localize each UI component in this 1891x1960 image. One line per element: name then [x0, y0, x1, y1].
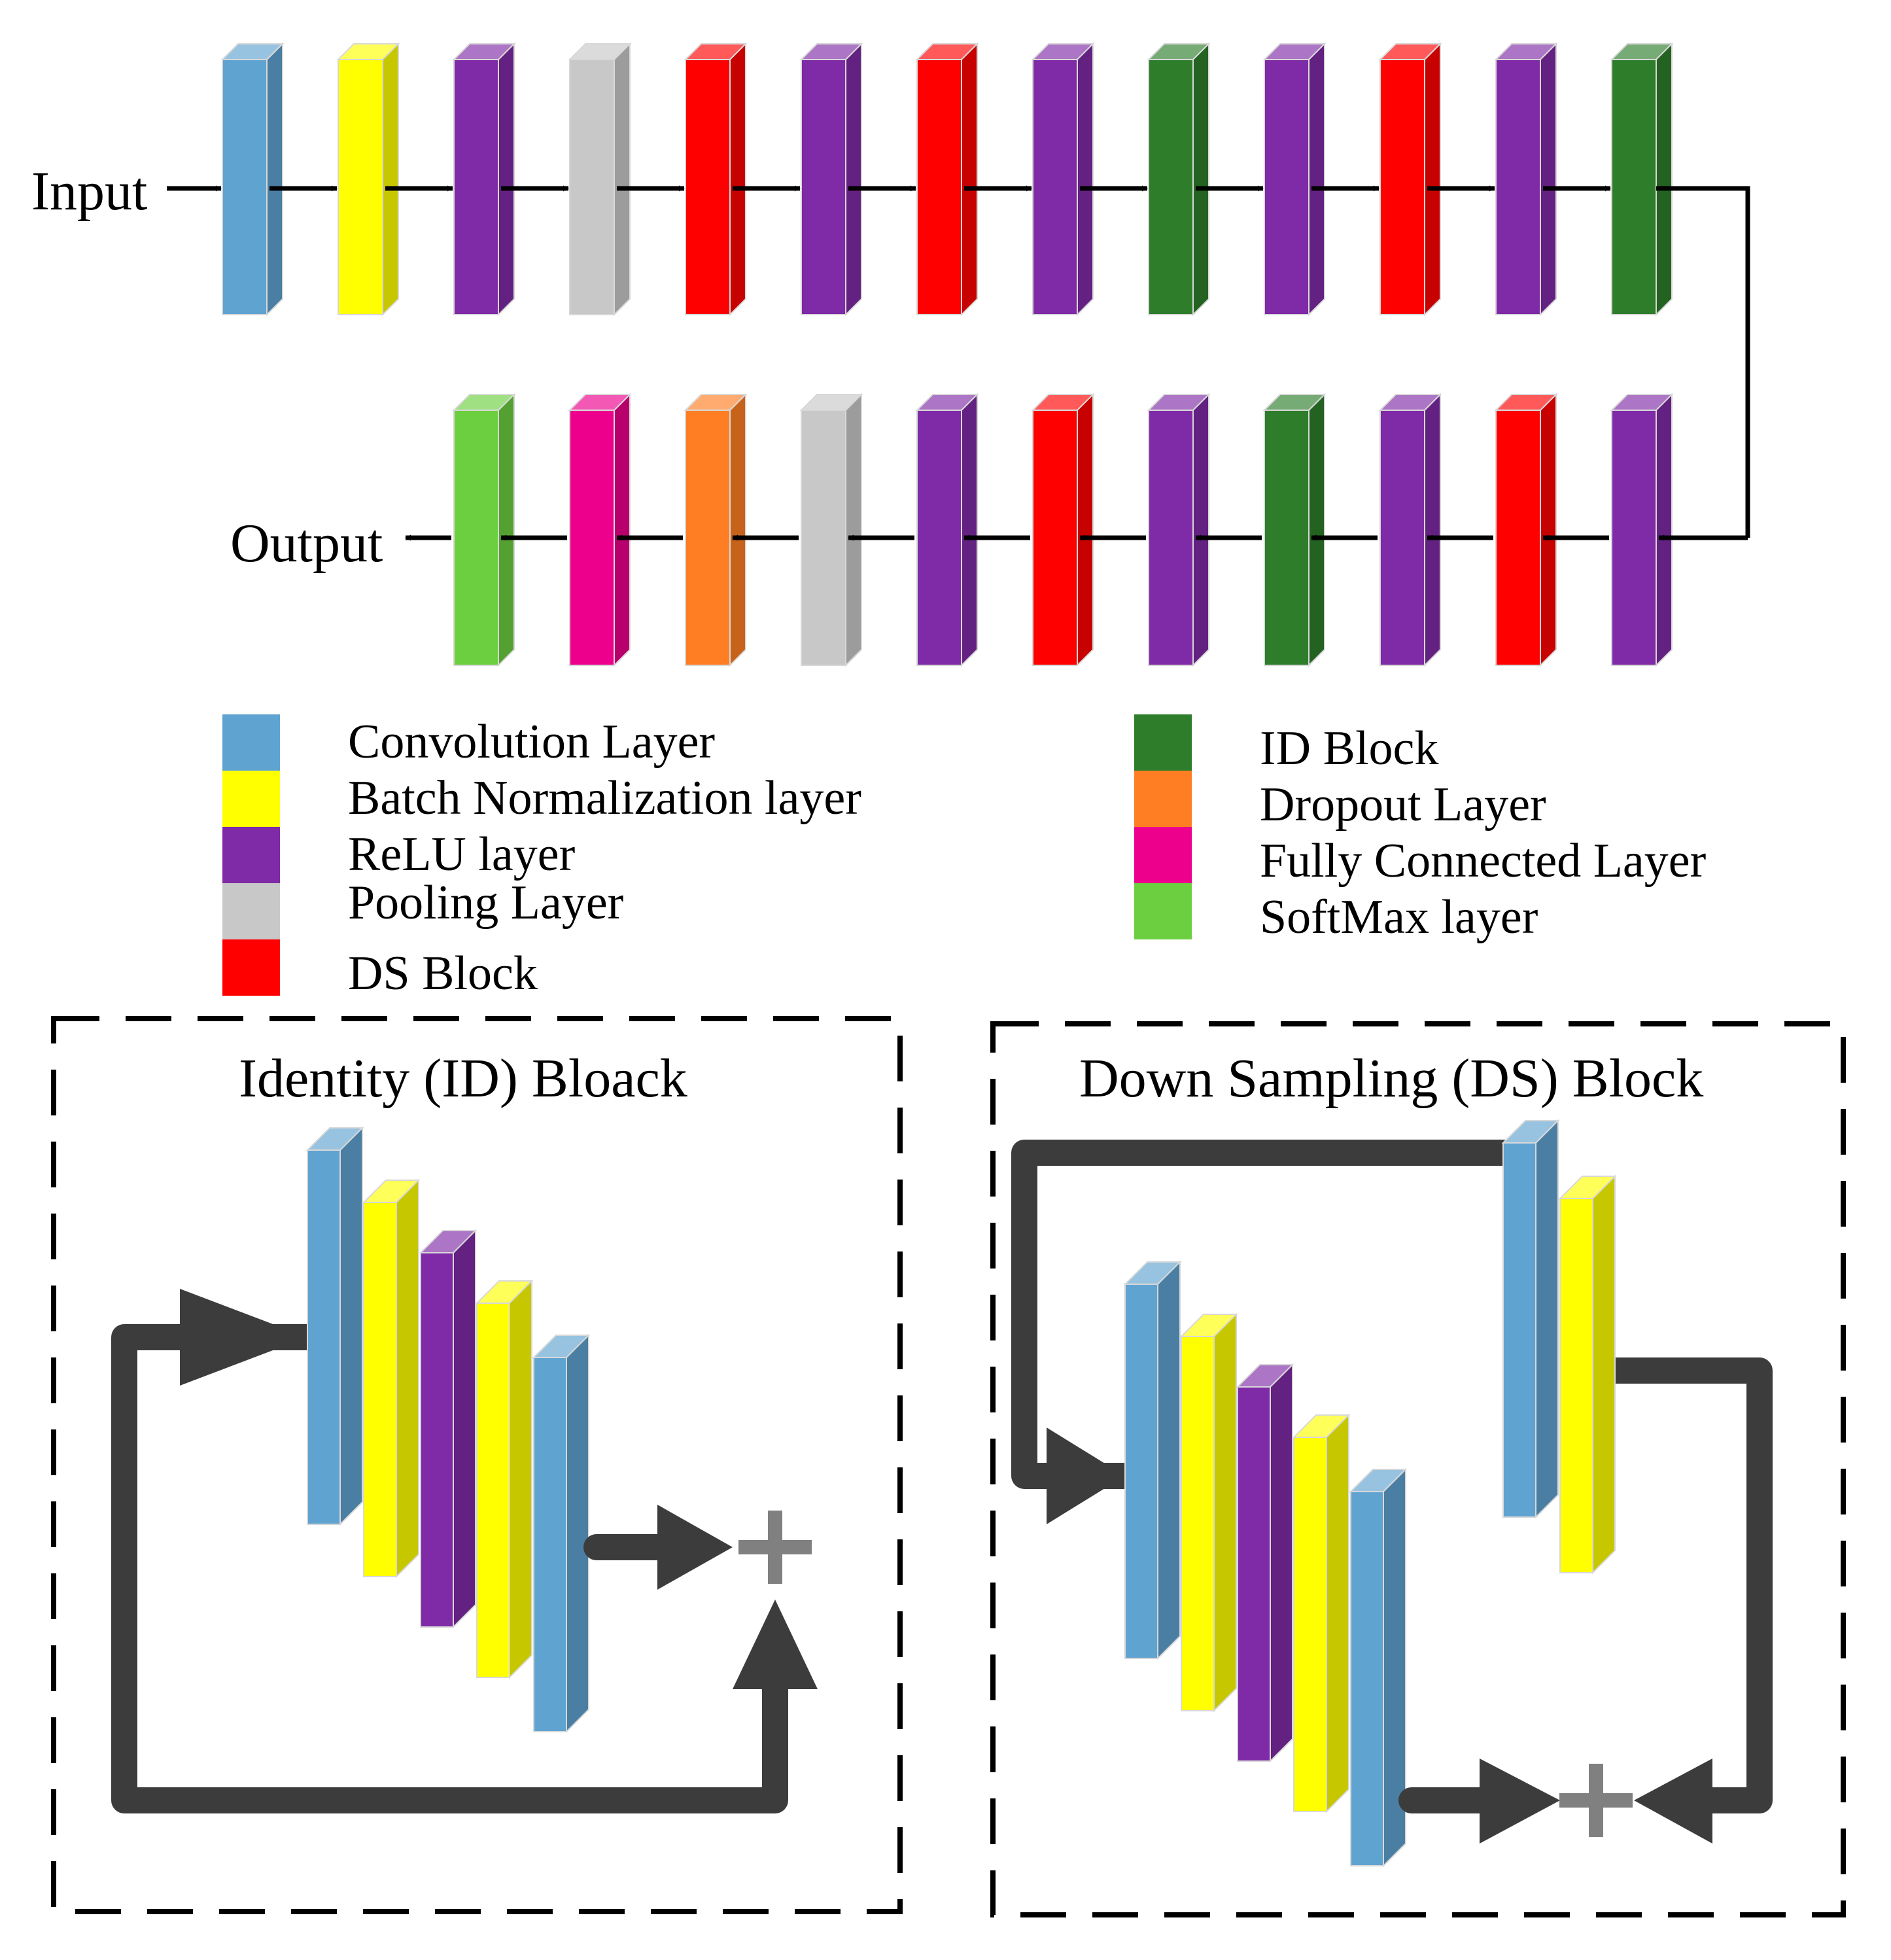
layer-relu-top-3 [452, 42, 516, 317]
layer-relu-top-6 [799, 42, 863, 317]
ds-block-title: Down Sampling (DS) Block [1079, 1048, 1703, 1109]
ds-shortcut-layer-bn-2 [1558, 1174, 1617, 1575]
input-label: Input [31, 161, 147, 222]
ds-main-input-arrowhead [1047, 1427, 1125, 1524]
id-block-diagram [111, 1126, 818, 1813]
layer-relu-top-8 [1031, 42, 1095, 317]
legend-swatch-pool [222, 883, 280, 939]
ds-shortcut-arrowhead [1634, 1759, 1712, 1844]
id-output-arrowhead [657, 1505, 733, 1590]
legend-swatch-dropout [1134, 771, 1192, 827]
layer-ds-top-7 [915, 42, 979, 317]
ds-shortcut-layer-conv-1 [1501, 1119, 1560, 1519]
layer-id-bottom-4 [1262, 393, 1327, 667]
layer-relu-bottom-5 [1147, 393, 1211, 667]
legend-label-dropout: Dropout Layer [1260, 778, 1546, 831]
pipeline-arrows [167, 185, 1750, 541]
legend-label-bn: Batch Normalization layer [348, 771, 861, 825]
plus-icon [738, 1511, 812, 1584]
legend-label-relu: ReLU layer [348, 828, 575, 881]
layer-relu-bottom-7 [915, 393, 979, 667]
legend-swatch-relu [222, 827, 280, 883]
pipeline-bottom-row [452, 393, 1674, 667]
layer-softmax-bottom-11 [452, 393, 516, 667]
legend-swatch-bn [222, 771, 280, 827]
layer-ds-top-11 [1378, 42, 1442, 317]
layer-ds-bottom-2 [1494, 393, 1558, 667]
ds-shortcut-output-path [1599, 1357, 1773, 1813]
layer-relu-bottom-3 [1378, 393, 1442, 667]
ds-main-layer-bn-2 [1179, 1312, 1238, 1713]
layer-relu-top-10 [1262, 42, 1327, 317]
legend-label-id: ID Block [1260, 722, 1438, 775]
legend-label-fc: Fully Connected Layer [1260, 834, 1706, 888]
legend-label-pool: Pooling Layer [348, 876, 623, 930]
layer-pool-top-4 [568, 42, 632, 317]
id-block-title: Identity (ID) Bloack [239, 1048, 687, 1109]
layer-fc-bottom-10 [568, 393, 632, 667]
layer-pool-bottom-8 [799, 393, 863, 667]
layer-ds-bottom-6 [1031, 393, 1095, 667]
layer-relu-bottom-1 [1610, 393, 1674, 667]
layer-relu-top-12 [1494, 42, 1558, 317]
legend-label-softmax: SoftMax layer [1260, 890, 1538, 944]
layer-ds-top-5 [684, 42, 748, 317]
ds-main-layer-relu-3 [1236, 1363, 1294, 1763]
id-layer-bn-4 [475, 1279, 534, 1679]
ds-block-diagram [1011, 1119, 1773, 1868]
legend-label-ds: DS Block [348, 947, 538, 1000]
legend-swatch-conv [222, 714, 280, 771]
layer-conv-top-1 [220, 42, 285, 317]
layer-dropout-bottom-9 [684, 393, 748, 667]
id-layer-conv-5 [532, 1333, 591, 1734]
ds-main-layer-conv-1 [1123, 1260, 1182, 1660]
legend-swatch-ds [222, 939, 280, 996]
legend-swatch-softmax [1134, 883, 1192, 939]
id-input-arrowhead [180, 1289, 307, 1386]
layer-id-top-13 [1610, 42, 1674, 317]
pipeline-top-row [220, 42, 1674, 317]
ds-main-layer-conv-5 [1349, 1467, 1408, 1868]
plus-icon [1559, 1764, 1633, 1837]
id-block-panel [51, 1016, 903, 1914]
ds-main-output-arrowhead [1480, 1759, 1560, 1844]
ds-main-layer-bn-4 [1292, 1413, 1351, 1813]
id-shortcut-arrowhead [733, 1600, 818, 1689]
id-layer-conv-1 [305, 1126, 364, 1526]
id-layer-bn-2 [362, 1178, 421, 1579]
output-label: Output [230, 513, 383, 574]
layer-id-top-9 [1147, 42, 1211, 317]
ds-block-panel [990, 1021, 1846, 1917]
legend-label-conv: Convolution Layer [348, 715, 715, 769]
legend-swatch-fc [1134, 827, 1192, 883]
layer-bn-top-2 [336, 42, 400, 317]
legend-swatch-id [1134, 714, 1192, 771]
row-connector-line [1656, 186, 1750, 538]
id-layer-relu-3 [419, 1229, 477, 1629]
